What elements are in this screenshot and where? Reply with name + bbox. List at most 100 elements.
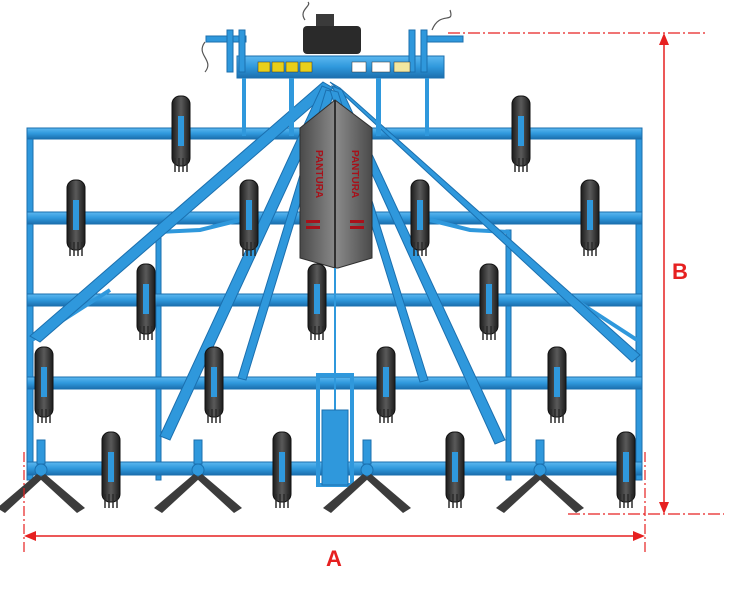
inner-right-upright — [505, 229, 512, 481]
gauge-wheel — [171, 95, 191, 172]
diagonal-struts — [29, 81, 641, 445]
gauge-wheel — [511, 95, 531, 172]
tine-blade-right — [196, 474, 242, 513]
dimension-a: A — [23, 452, 646, 571]
hitch-plate-right-a — [408, 29, 416, 73]
wheel-hub — [143, 284, 149, 314]
wheel-hub — [314, 284, 320, 314]
info-decal — [371, 61, 391, 73]
gauge-wheel — [136, 263, 156, 340]
spring-tine — [0, 439, 85, 513]
tine-blade-left — [496, 474, 542, 513]
tine-blade-left — [154, 474, 200, 513]
gauge-wheel — [479, 263, 499, 340]
center-column — [316, 268, 354, 487]
wheel-hub — [73, 200, 79, 230]
brand-mark-left: PANTURA — [313, 150, 324, 198]
spring-tine — [154, 439, 242, 513]
gauge-wheel — [66, 179, 86, 256]
warning-decal — [285, 61, 299, 73]
hitch-pin-right — [426, 35, 464, 43]
hitch-plate-right-b — [420, 29, 428, 73]
wheel-hub — [417, 200, 423, 230]
wheel-hub — [587, 200, 593, 230]
gauge-wheel — [204, 346, 224, 423]
gauge-wheel — [34, 346, 54, 423]
hanger-rod — [242, 78, 246, 136]
dimension-label-b: B — [672, 259, 688, 284]
gauge-wheel — [445, 431, 465, 508]
arrowhead-left — [24, 531, 36, 541]
strut-inner-left — [159, 85, 333, 441]
tine-blade-left — [0, 474, 43, 513]
tine-coil — [191, 463, 205, 477]
hose-top — [302, 1, 310, 21]
tine-mount — [535, 439, 545, 465]
hose-left — [201, 41, 209, 73]
arrowhead-bottom — [659, 502, 669, 514]
gauge-wheel — [101, 431, 121, 508]
dimension-b: B — [448, 32, 724, 515]
wheel-hub — [383, 367, 389, 397]
warning-decal — [271, 61, 285, 73]
thin-bar-left — [157, 218, 241, 234]
spring-tine — [496, 439, 584, 513]
wheel-hub — [554, 367, 560, 397]
spring-tines — [0, 439, 584, 513]
wheel-hub — [518, 116, 524, 146]
gauge-wheel — [616, 431, 636, 508]
info-decal — [393, 61, 411, 73]
tine-coil — [34, 463, 48, 477]
wheel-hub — [41, 367, 47, 397]
wheel-hub — [452, 452, 458, 482]
strut-inner-right — [331, 85, 506, 445]
brand-mark-right: PANTURA — [349, 150, 360, 198]
hitch-plate-left-b — [238, 29, 246, 73]
tine-blade-right — [39, 474, 85, 513]
tine-coil — [533, 463, 547, 477]
wheel-hub — [211, 367, 217, 397]
wheel-hub — [486, 284, 492, 314]
warning-decal — [299, 61, 313, 73]
wheel-hub — [279, 452, 285, 482]
gauge-wheel — [376, 346, 396, 423]
warning-decal — [257, 61, 271, 73]
inner-left-upright — [155, 229, 162, 481]
hose-right — [431, 9, 452, 31]
gauge-wheel — [410, 179, 430, 256]
tine-mount — [193, 439, 203, 465]
arrowhead-top — [659, 33, 669, 45]
hitch-pin-left — [205, 35, 247, 43]
info-decal — [351, 61, 367, 73]
hanger-rod — [376, 78, 381, 136]
spring-tine — [323, 439, 411, 513]
tine-blade-right — [538, 474, 584, 513]
hitch-plate-left-a — [226, 29, 234, 73]
dimension-label-a: A — [326, 546, 342, 571]
gauge-wheels — [34, 95, 636, 508]
gauge-wheel — [307, 263, 327, 340]
wheel-hub — [246, 200, 252, 230]
hanger-rod — [289, 78, 294, 136]
tine-coil — [360, 463, 374, 477]
strut-outer-right — [329, 81, 641, 363]
gauge-wheel — [272, 431, 292, 508]
tine-mount — [362, 439, 372, 465]
hitch-bar — [236, 55, 445, 79]
top-link-head — [316, 14, 334, 26]
wheel-hub — [108, 452, 114, 482]
tine-blade-right — [365, 474, 411, 513]
arrowhead-right — [633, 531, 645, 541]
gauge-wheel — [580, 179, 600, 256]
gauge-wheel — [239, 179, 259, 256]
tine-mount — [36, 439, 46, 465]
shield-stripes — [306, 220, 364, 229]
gauge-wheel — [547, 346, 567, 423]
top-link-mount — [303, 26, 361, 54]
hitch-assembly — [201, 1, 464, 136]
tine-blade-left — [323, 474, 369, 513]
wheel-hub — [623, 452, 629, 482]
decal-strip-left — [257, 61, 313, 73]
